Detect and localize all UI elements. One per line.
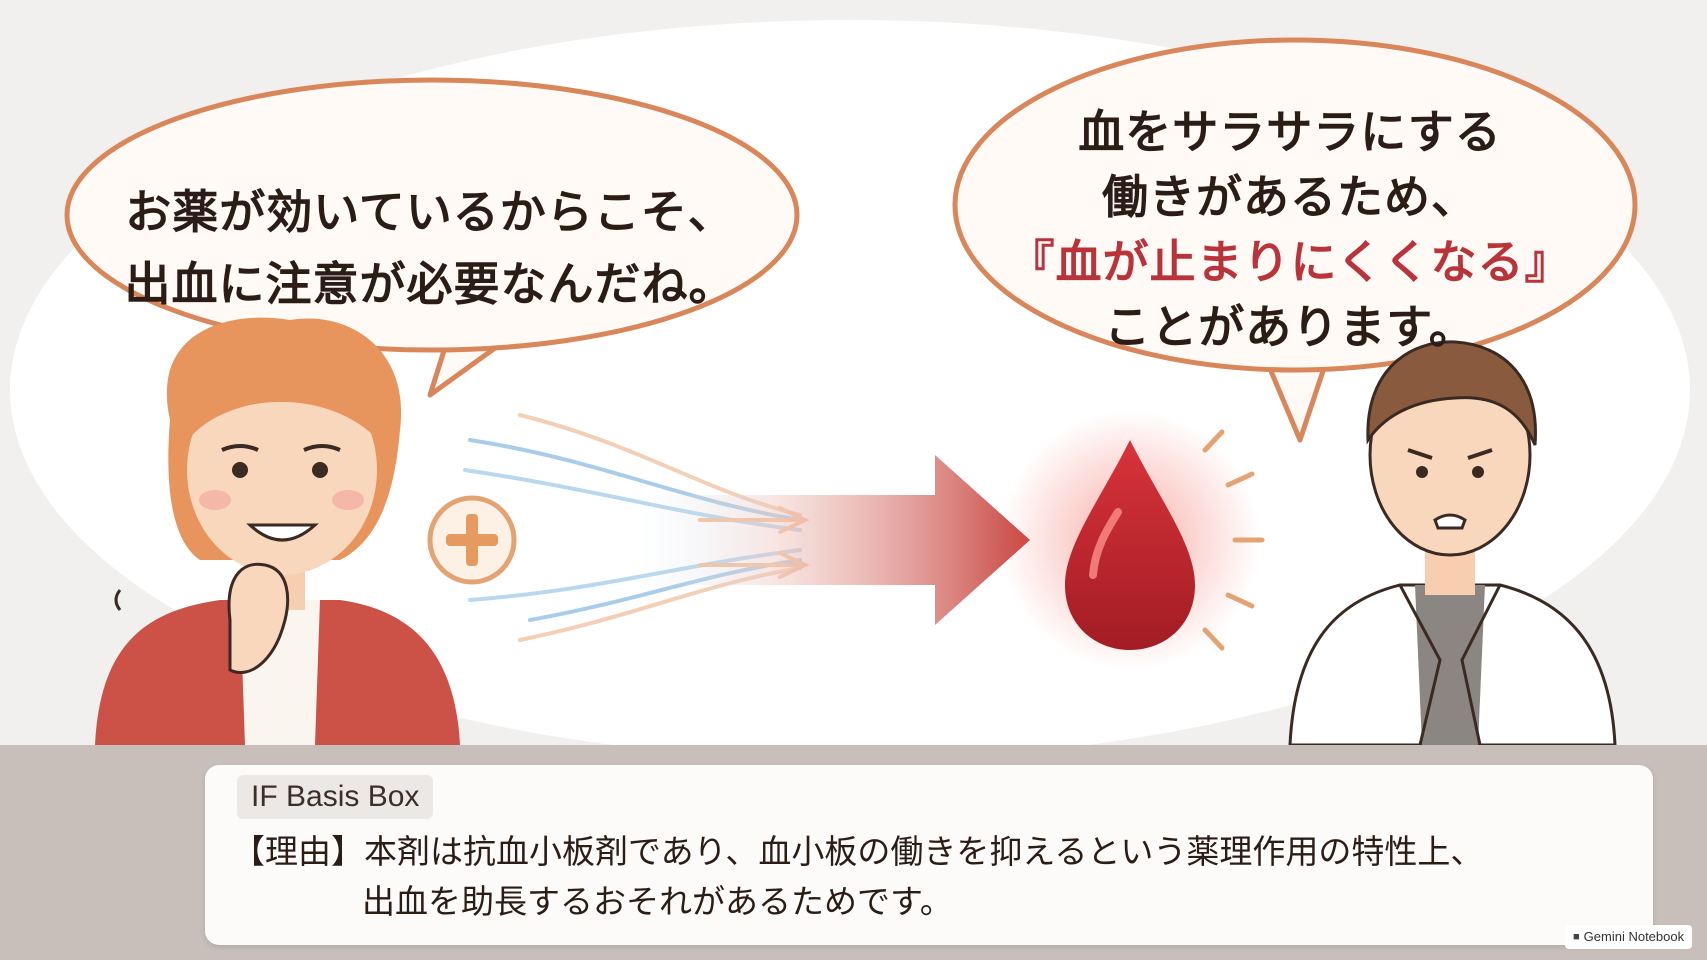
right-bubble-line: ことがあります。 bbox=[1104, 300, 1476, 354]
notebook-icon: ■ bbox=[1573, 931, 1580, 943]
left-speech-bubble bbox=[64, 77, 800, 398]
reason-line: 出血を助長するおそれがあるためです。 bbox=[362, 882, 953, 921]
brand-label: Gemini Notebook bbox=[1583, 929, 1685, 944]
brand-badge: ■ Gemini Notebook bbox=[1565, 925, 1693, 949]
plus-circle-icon bbox=[427, 495, 517, 585]
info-card bbox=[205, 765, 1653, 945]
reason-text: 【理由】本剤は抗血小板剤であり、血小板の働きを抑えるという薬理作用の特性上、 出… bbox=[232, 827, 1632, 927]
left-bubble-line: お薬が効いているからこそ、 bbox=[125, 185, 735, 239]
left-bubble-text: お薬が効いているからこそ、 出血に注意が必要なんだね。 bbox=[90, 176, 770, 320]
info-box-tag: IF Basis Box bbox=[237, 775, 434, 819]
woman-illustration bbox=[95, 317, 460, 745]
left-bubble-line: 出血に注意が必要なんだね。 bbox=[124, 257, 736, 311]
reason-line: 【理由】本剤は抗血小板剤であり、血小板の働きを抑えるという薬理作用の特性上、 bbox=[232, 832, 1484, 871]
right-bubble-line: 血をサラサラにする bbox=[1078, 105, 1502, 159]
right-bubble-emphasis: 『血が止まりにくくなる』 bbox=[1008, 235, 1572, 289]
right-speech-bubble bbox=[952, 37, 1638, 443]
big-arrow bbox=[640, 455, 1030, 625]
blood-drop-icon bbox=[1000, 410, 1265, 670]
right-bubble-text: 血をサラサラにする 働きがあるため、 『血が止まりにくくなる』 ことがあります。 bbox=[970, 100, 1610, 360]
right-bubble-line: 働きがあるため、 bbox=[1102, 170, 1478, 224]
pharmacist-illustration bbox=[1288, 340, 1617, 747]
